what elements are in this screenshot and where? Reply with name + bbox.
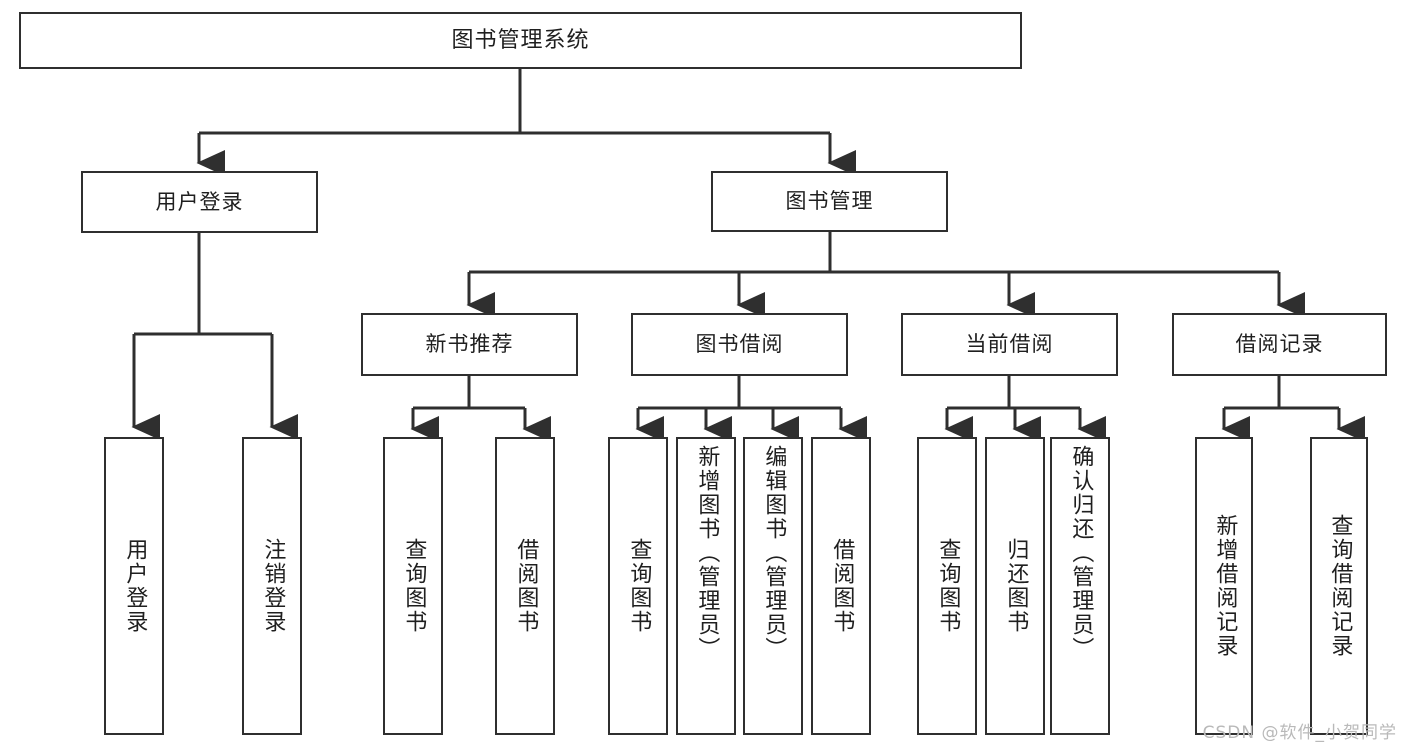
node-leaf-query-book-current[interactable]: 查询图书	[917, 437, 977, 735]
node-leaf-confirm-return[interactable]: 确认归还（管理员）	[1050, 437, 1110, 735]
node-user-login[interactable]: 用户登录	[81, 171, 318, 233]
node-label: 查询图书	[626, 538, 652, 634]
node-current-borrow[interactable]: 当前借阅	[901, 313, 1118, 376]
node-leaf-borrow-book[interactable]: 借阅图书	[811, 437, 871, 735]
node-book-manage[interactable]: 图书管理	[711, 171, 948, 232]
node-leaf-query-book-recommendation[interactable]: 查询图书	[383, 437, 443, 735]
node-label: 确认归还（管理员）	[1068, 445, 1094, 661]
node-label: 归还图书	[1003, 538, 1029, 634]
node-root-book-management-system[interactable]: 图书管理系统	[19, 12, 1022, 69]
node-label: 查询图书	[401, 538, 427, 634]
node-label: 图书借阅	[695, 332, 784, 357]
node-label: 图书管理系统	[451, 27, 590, 53]
node-leaf-add-borrow-record[interactable]: 新增借阅记录	[1195, 437, 1253, 735]
node-new-book-recommendation[interactable]: 新书推荐	[361, 313, 578, 376]
node-leaf-user-logout[interactable]: 注销登录	[242, 437, 302, 735]
node-label: 编辑图书（管理员）	[761, 445, 787, 661]
node-label: 用户登录	[155, 189, 244, 214]
node-book-borrow[interactable]: 图书借阅	[631, 313, 848, 376]
node-label: 当前借阅	[965, 332, 1054, 357]
node-label: 查询图书	[935, 538, 961, 634]
node-leaf-add-book[interactable]: 新增图书（管理员）	[676, 437, 736, 735]
node-borrow-record[interactable]: 借阅记录	[1172, 313, 1387, 376]
node-label: 借阅图书	[513, 538, 539, 634]
node-label: 用户登录	[122, 538, 148, 634]
node-label: 查询借阅记录	[1327, 514, 1353, 658]
node-leaf-borrow-book-recommendation[interactable]: 借阅图书	[495, 437, 555, 735]
node-label: 图书管理	[785, 189, 874, 214]
node-label: 借阅记录	[1235, 332, 1324, 357]
node-leaf-query-book-borrow[interactable]: 查询图书	[608, 437, 668, 735]
node-label: 借阅图书	[829, 538, 855, 634]
node-label: 新增图书（管理员）	[694, 445, 720, 661]
node-label: 新增借阅记录	[1212, 514, 1238, 658]
node-label: 新书推荐	[425, 332, 514, 357]
node-leaf-query-borrow-record[interactable]: 查询借阅记录	[1310, 437, 1368, 735]
node-leaf-user-login[interactable]: 用户登录	[104, 437, 164, 735]
node-leaf-edit-book[interactable]: 编辑图书（管理员）	[743, 437, 803, 735]
node-label: 注销登录	[260, 538, 286, 634]
node-leaf-return-book[interactable]: 归还图书	[985, 437, 1045, 735]
